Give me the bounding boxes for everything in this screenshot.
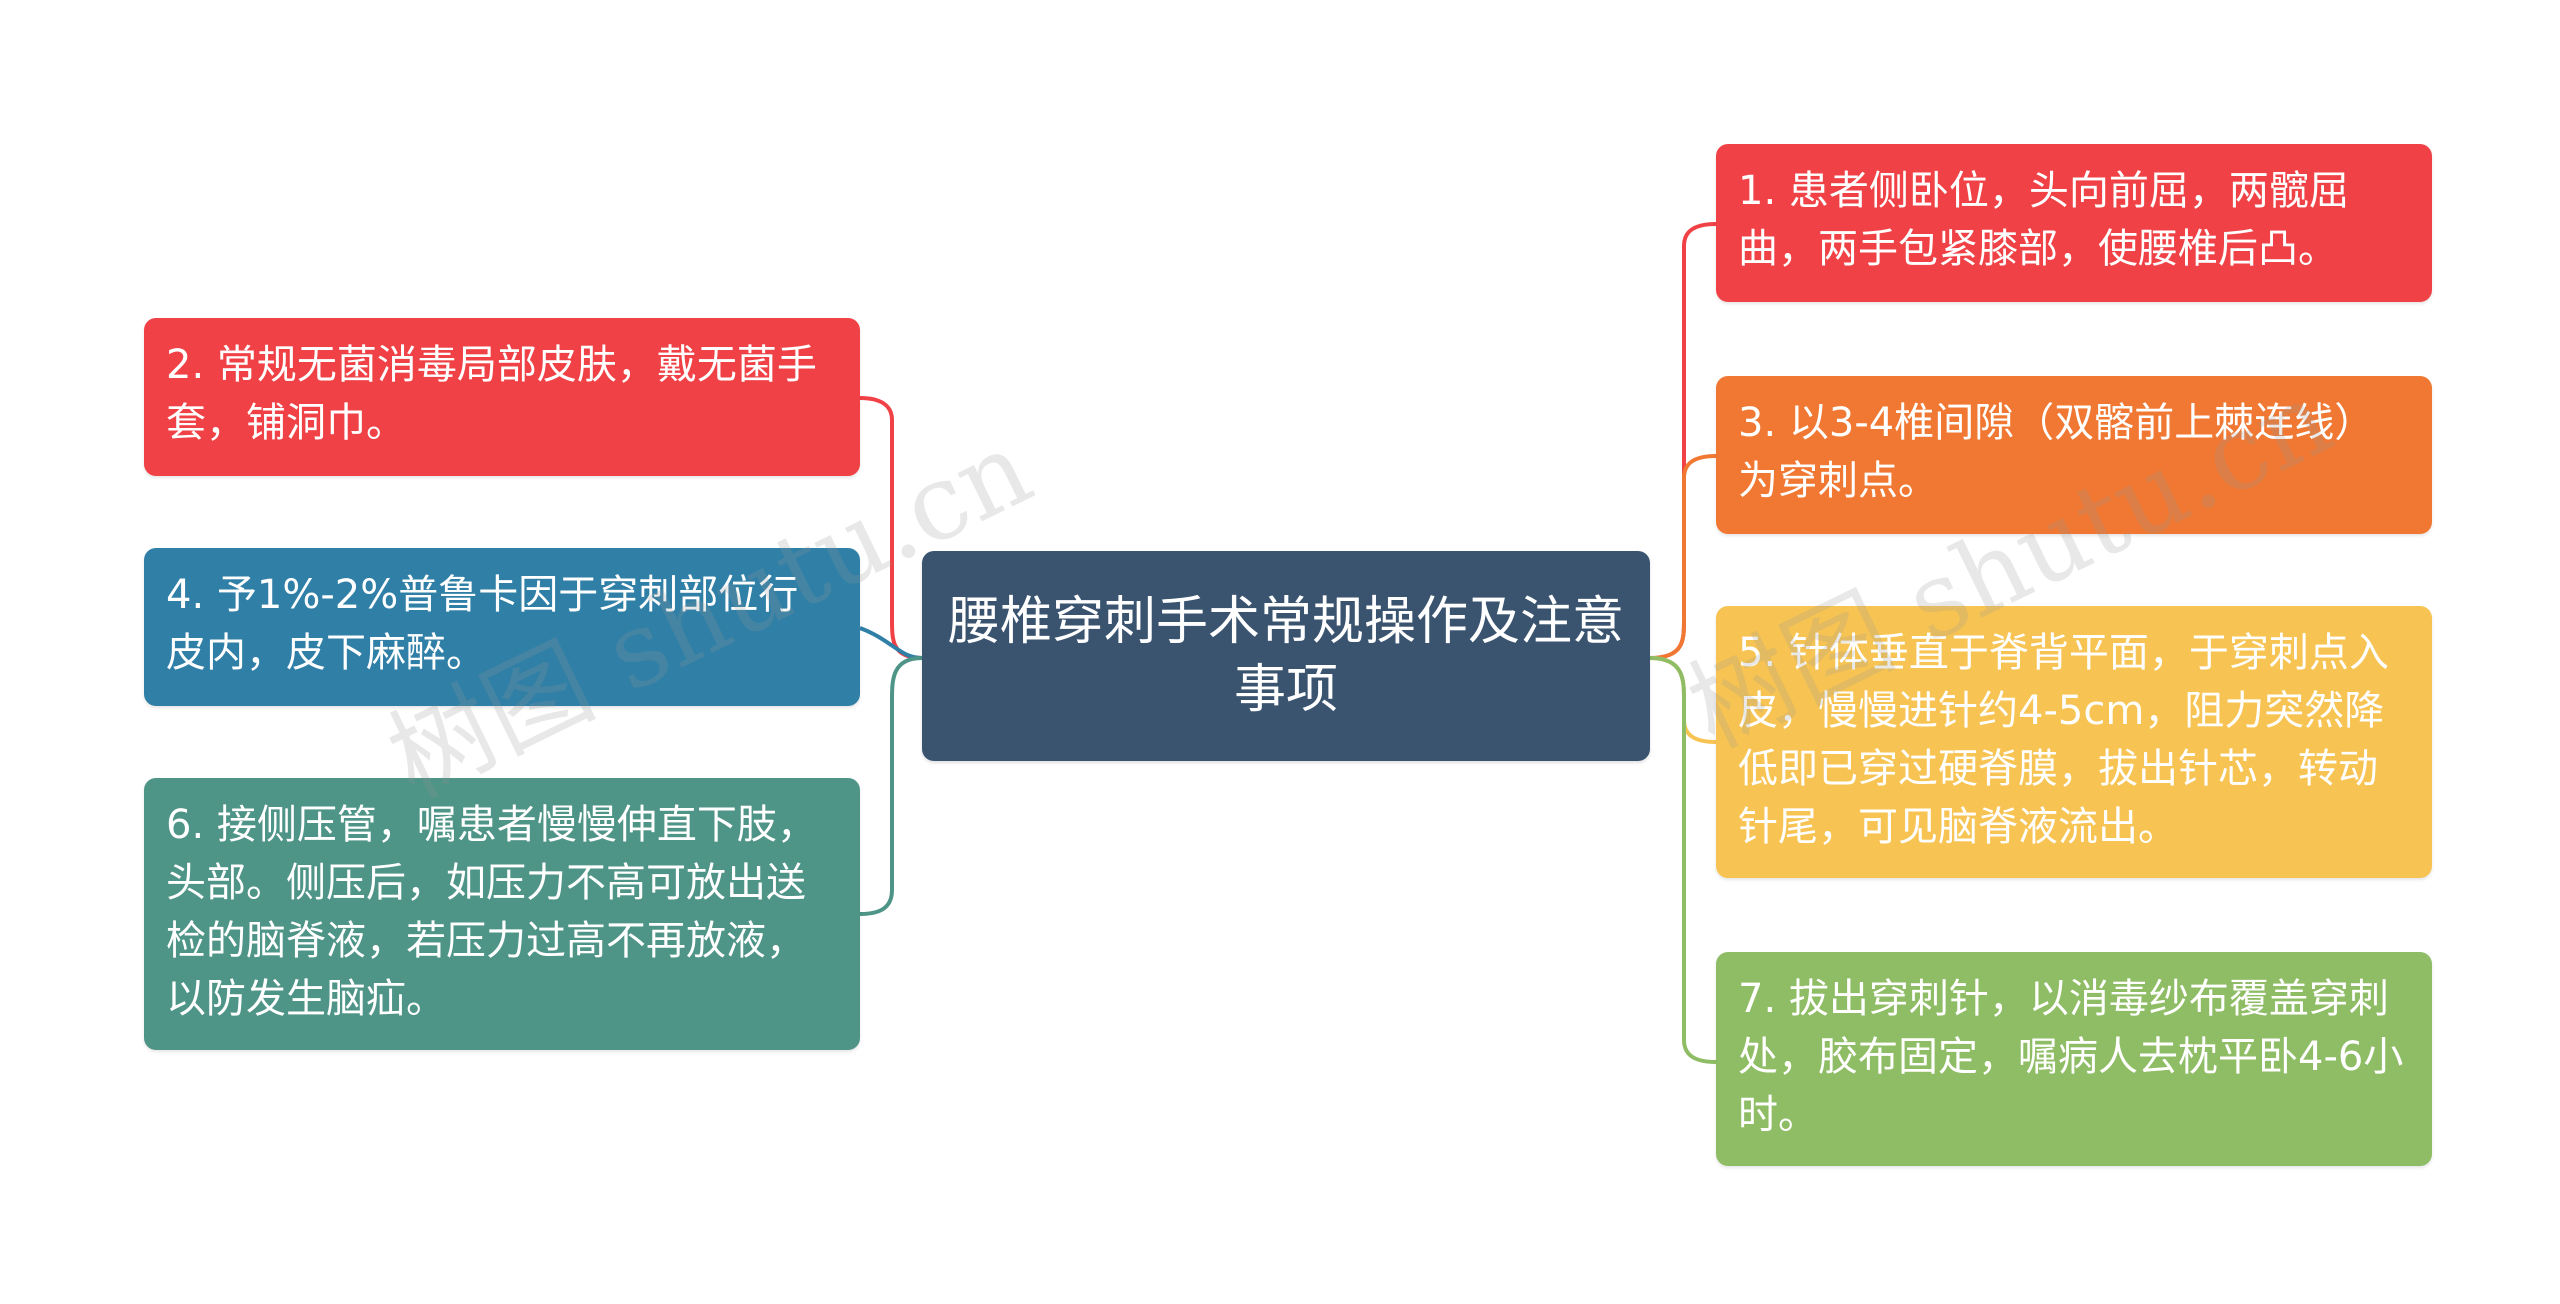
step-5-node[interactable]: 5. 针体垂直于脊背平面，于穿刺点入皮，慢慢进针约4-5cm，阻力突然降低即已穿… bbox=[1716, 606, 2432, 878]
step-3-label: 3. 以3-4椎间隙（双髂前上棘连线）为穿刺点。 bbox=[1738, 400, 2375, 504]
step-6-node[interactable]: 6. 接侧压管，嘱患者慢慢伸直下肢，头部。侧压后，如压力不高可放出送检的脑脊液，… bbox=[144, 778, 860, 1050]
connector-left-step2 bbox=[859, 396, 923, 660]
step-4-node[interactable]: 4. 予1%-2%普鲁卡因于穿刺部位行皮内，皮下麻醉。 bbox=[144, 548, 860, 706]
step-1-node[interactable]: 1. 患者侧卧位，头向前屈，两髋屈曲，两手包紧膝部，使腰椎后凸。 bbox=[1716, 144, 2432, 302]
step-3-node[interactable]: 3. 以3-4椎间隙（双髂前上棘连线）为穿刺点。 bbox=[1716, 376, 2432, 534]
step-2-node[interactable]: 2. 常规无菌消毒局部皮肤，戴无菌手套，铺洞巾。 bbox=[144, 318, 860, 476]
connector-right-step7 bbox=[1649, 656, 1717, 1064]
root-topic[interactable]: 腰椎穿刺手术常规操作及注意事项 bbox=[922, 551, 1650, 761]
step-7-label: 7. 拔出穿刺针，以消毒纱布覆盖穿刺处，胶布固定，嘱病人去枕平卧4-6小时。 bbox=[1738, 976, 2404, 1138]
step-2-label: 2. 常规无菌消毒局部皮肤，戴无菌手套，铺洞巾。 bbox=[166, 342, 817, 446]
step-5-label: 5. 针体垂直于脊背平面，于穿刺点入皮，慢慢进针约4-5cm，阻力突然降低即已穿… bbox=[1738, 630, 2389, 850]
step-4-label: 4. 予1%-2%普鲁卡因于穿刺部位行皮内，皮下麻醉。 bbox=[166, 572, 799, 676]
step-7-node[interactable]: 7. 拔出穿刺针，以消毒纱布覆盖穿刺处，胶布固定，嘱病人去枕平卧4-6小时。 bbox=[1716, 952, 2432, 1166]
root-topic-label: 腰椎穿刺手术常规操作及注意事项 bbox=[948, 592, 1625, 720]
connector-right-step3 bbox=[1649, 454, 1717, 660]
step-1-label: 1. 患者侧卧位，头向前屈，两髋屈曲，两手包紧膝部，使腰椎后凸。 bbox=[1738, 168, 2349, 272]
step-6-label: 6. 接侧压管，嘱患者慢慢伸直下肢，头部。侧压后，如压力不高可放出送检的脑脊液，… bbox=[166, 802, 817, 1022]
connector-left-step6 bbox=[859, 656, 923, 916]
